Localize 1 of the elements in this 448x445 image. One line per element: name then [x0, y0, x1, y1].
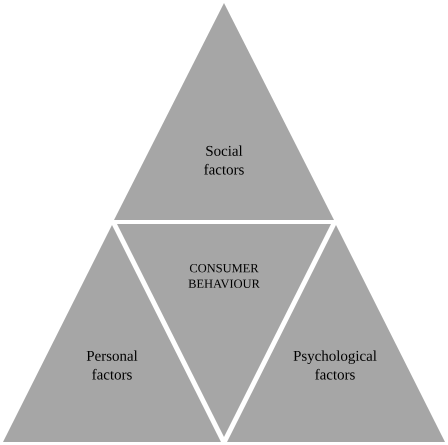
triangle-segment: Social factors: [114, 3, 334, 220]
